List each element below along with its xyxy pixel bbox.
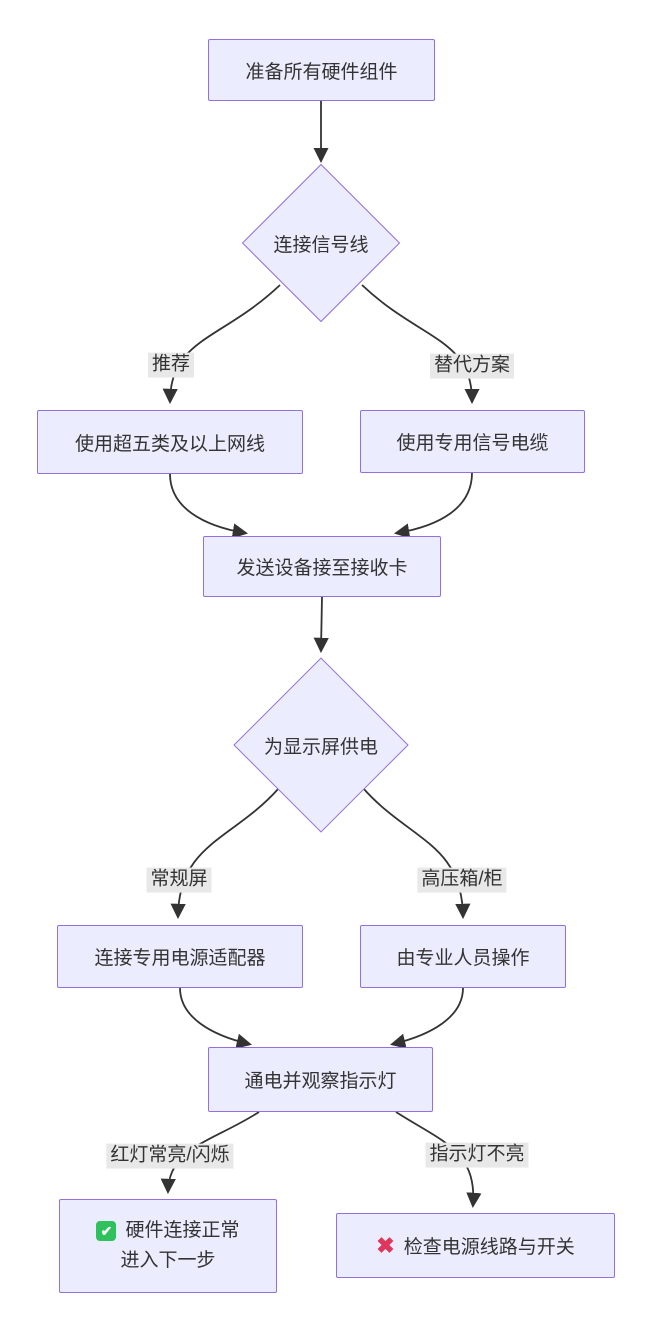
edge-cat5-to-sender: [169, 473, 249, 539]
node-hardware-ok: ✔ 硬件连接正常 进入下一步: [59, 1199, 277, 1293]
edge-connect-to-dedicated: [361, 284, 480, 405]
node-prepare-hardware: 准备所有硬件组件: [208, 39, 435, 101]
node-power-on-observe: 通电并观察指示灯: [208, 1047, 433, 1112]
edge-power-to-adapter: [170, 787, 280, 920]
node-sender-to-receiver: 发送设备接至接收卡: [203, 536, 441, 597]
edge-connect-to-cat5: [162, 284, 281, 405]
edge-power-to-professional: [362, 787, 471, 920]
edge-label-recommended: 推荐: [147, 352, 195, 378]
edge-label-alternative: 替代方案: [429, 353, 515, 379]
edge-label-regular-screen: 常规屏: [146, 867, 212, 893]
edge-label-red-light-on: 红灯常亮/闪烁: [106, 1143, 234, 1169]
edge-adapter-to-observe: [179, 987, 252, 1049]
cross-icon: ✖: [376, 1232, 395, 1258]
hardware-ok-line1: ✔ 硬件连接正常: [96, 1216, 240, 1246]
hardware-ok-text: 硬件连接正常: [125, 1220, 240, 1241]
check-icon: ✔: [96, 1221, 117, 1241]
hardware-ok-line2: 进入下一步: [120, 1250, 216, 1271]
check-power-line1: ✖ 检查电源线路与开关: [376, 1232, 574, 1259]
node-power-adapter: 连接专用电源适配器: [57, 925, 303, 988]
edge-label-high-voltage-cabinet: 高压箱/柜: [417, 867, 507, 893]
check-power-text: 检查电源线路与开关: [403, 1237, 575, 1258]
edge-professional-to-observe: [390, 987, 464, 1049]
node-dedicated-cable: 使用专用信号电缆: [360, 410, 585, 473]
edge-sender-to-power: [313, 596, 329, 654]
node-check-power-lines: ✖ 检查电源线路与开关: [336, 1213, 615, 1278]
edge-dedicated-to-sender: [393, 472, 473, 539]
node-cat5-cable: 使用超五类及以上网线: [37, 410, 303, 474]
decision-connect-signal-label: 连接信号线: [273, 234, 369, 256]
edge-label-indicator-off: 指示灯不亮: [425, 1142, 529, 1168]
decision-power-display-label: 为显示屏供电: [263, 736, 378, 758]
node-professional-only: 由专业人员操作: [360, 925, 566, 988]
